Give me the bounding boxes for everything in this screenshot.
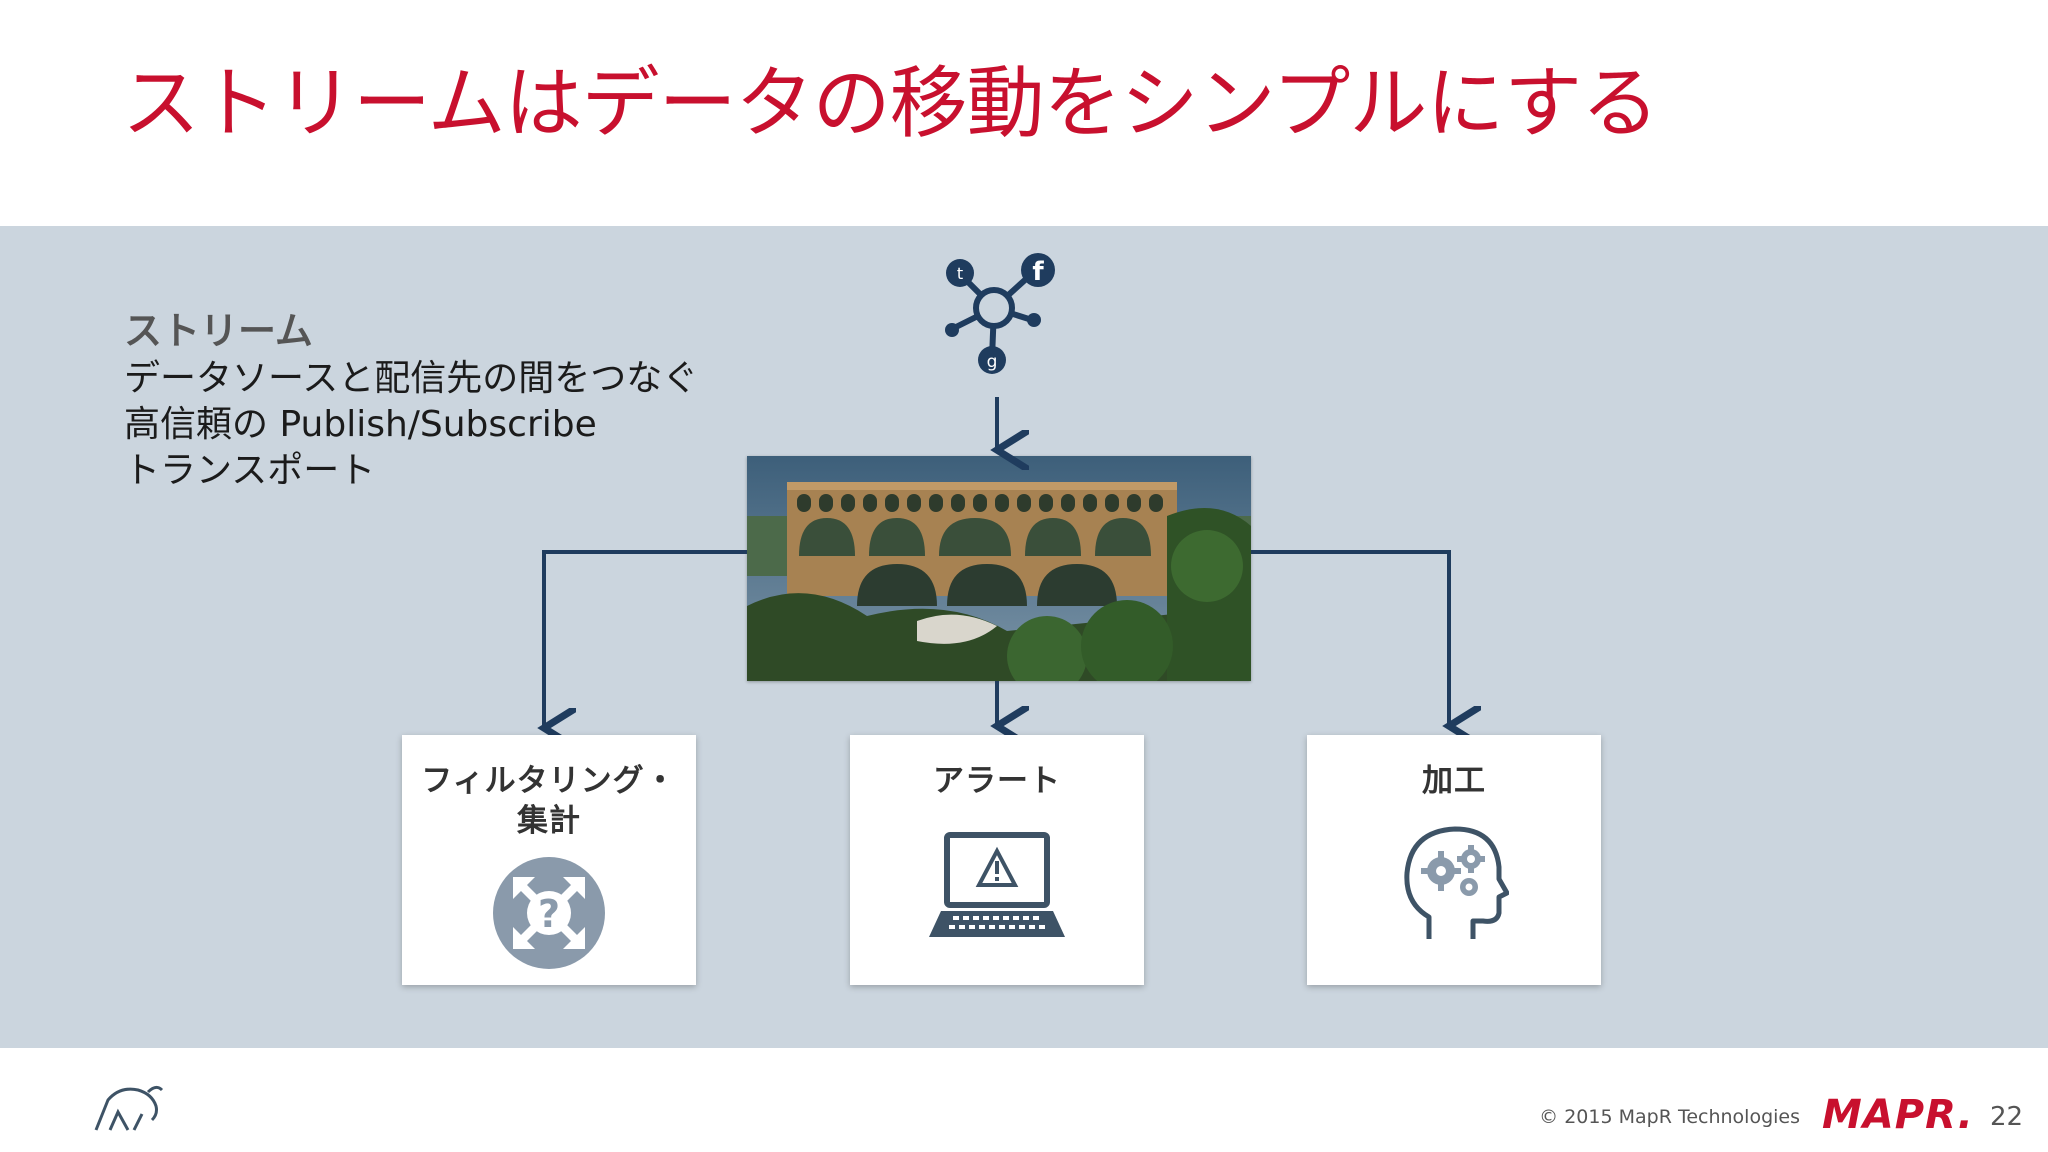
description-line: データソースと配信先の間をつなぐ [124, 358, 699, 399]
description-line: トランスポート [124, 450, 376, 491]
laptop-alert-icon [929, 832, 1065, 937]
page-number: 22 [1990, 1102, 2024, 1132]
alert-card: アラート [850, 735, 1144, 985]
description-heading: ストリーム [124, 309, 313, 353]
svg-text:f: f [1032, 257, 1044, 287]
filtering-card: フィルタリング・ 集計 ? ? [402, 735, 696, 985]
card-label: 加工 [1307, 761, 1601, 801]
svg-text:g: g [987, 352, 998, 372]
copyright-text: © 2015 MapR Technologies [1539, 1106, 1800, 1128]
brain-gears-icon [1404, 826, 1509, 939]
description-line: 高信頼の Publish/Subscribe [124, 404, 597, 445]
card-label-line: アラート [933, 763, 1061, 799]
question-arrows-icon: ? ? [493, 857, 605, 969]
stream-description: ストリーム データソースと配信先の間をつなぐ 高信頼の Publish/Subs… [124, 308, 698, 494]
card-label-line: フィルタリング・ [421, 763, 677, 799]
social-network-icon: t f g [945, 253, 1055, 374]
processing-card: 加工 [1307, 735, 1601, 985]
slide-title: ストリームはデータの移動をシンプルにする [122, 59, 1659, 149]
card-label-line: 加工 [1422, 763, 1486, 799]
card-label-line: 集計 [517, 803, 581, 839]
card-label: アラート [850, 761, 1144, 801]
card-label: フィルタリング・ 集計 [402, 761, 696, 841]
elephant-logo [94, 1085, 164, 1131]
aqueduct-bridge-photo [747, 456, 1251, 681]
svg-text:t: t [957, 264, 963, 283]
svg-text:?: ? [538, 892, 560, 936]
mapr-logo: MAPR. [1822, 1092, 1974, 1138]
